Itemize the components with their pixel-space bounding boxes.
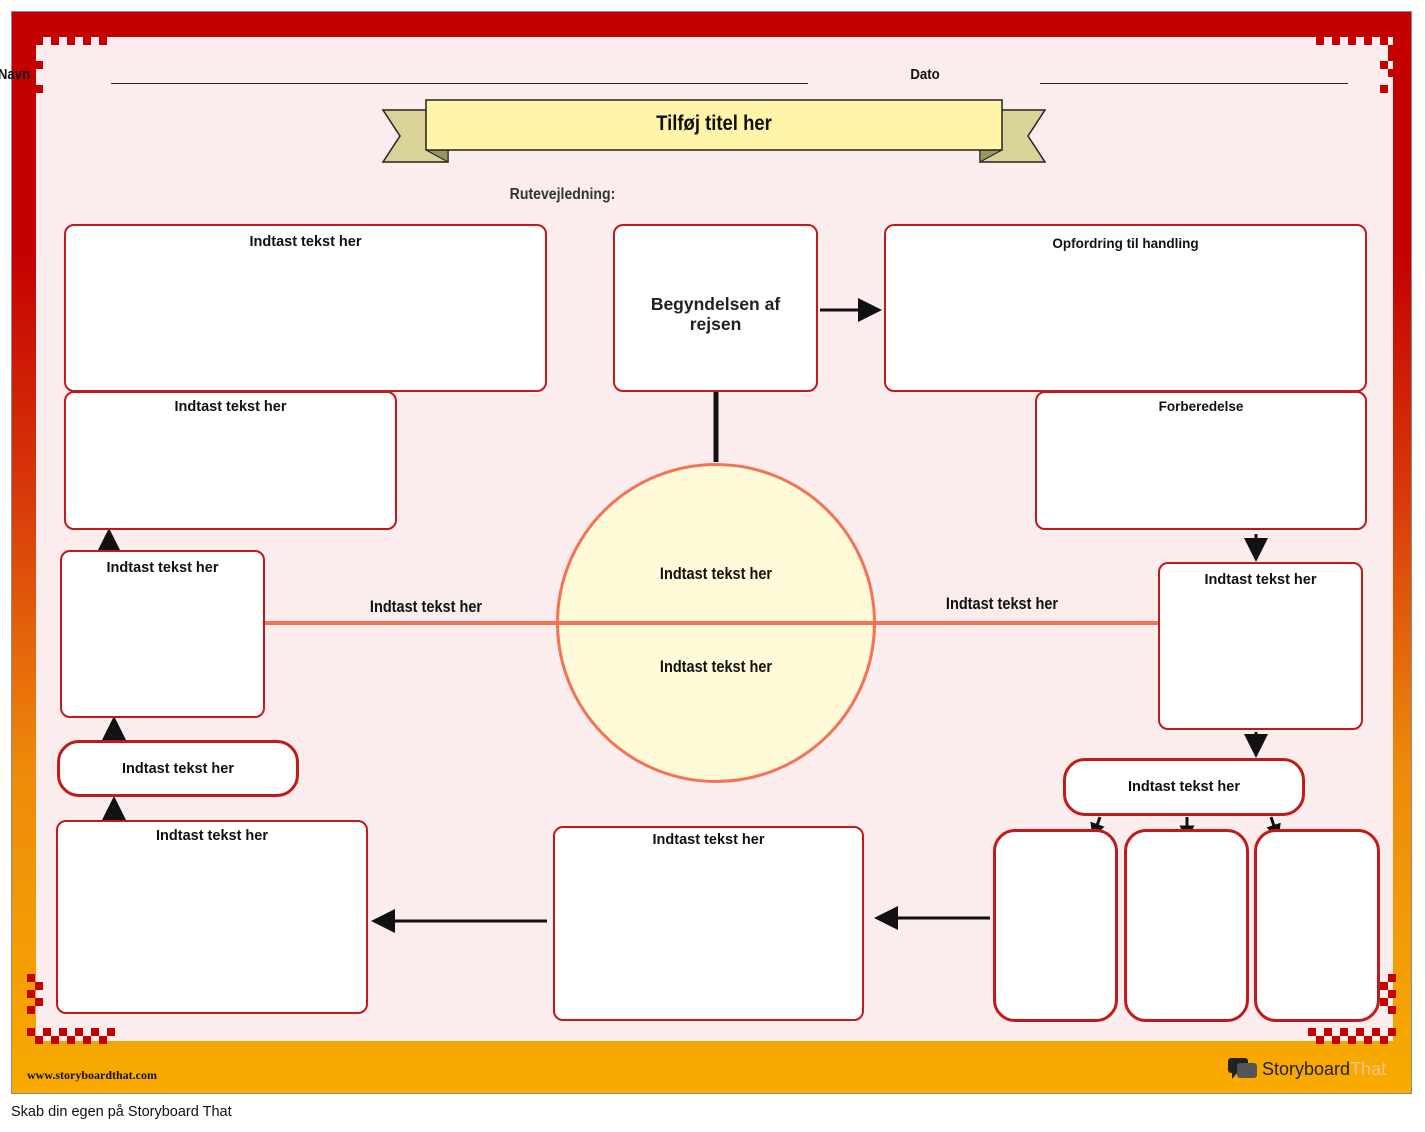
circle-bottom-text[interactable]: Indtast tekst her	[659, 658, 773, 676]
checker-corner-bottom-left	[27, 974, 115, 1044]
footer-caption[interactable]: Skab din egen på Storyboard That	[11, 1104, 232, 1120]
box-top-left[interactable]: Indtast tekst her	[64, 224, 547, 392]
box-call-to-action[interactable]: Opfordring til handling	[884, 224, 1367, 392]
box-left-middle[interactable]: Indtast tekst her	[60, 550, 265, 718]
pill-right[interactable]: Indtast tekst her	[1063, 758, 1305, 816]
name-line[interactable]	[111, 83, 808, 84]
box-right-middle-caption: Indtast tekst her	[1204, 572, 1317, 588]
route-guidance-label: Rutevejledning:	[509, 186, 616, 203]
date-label: Dato	[910, 66, 940, 83]
box-left-upper[interactable]: Indtast tekst her	[64, 391, 397, 530]
pill-right-text: Indtast tekst her	[1128, 779, 1240, 795]
box-bottom-left-caption: Indtast tekst her	[156, 828, 268, 844]
box-branch-1[interactable]	[993, 829, 1118, 1022]
box-bottom-center-caption: Indtast tekst her	[652, 832, 765, 848]
checker-corner-top-right	[1308, 29, 1396, 93]
box-call-to-action-caption: Opfordring til handling	[1052, 236, 1199, 251]
logo-that: That	[1350, 1058, 1387, 1079]
box-right-middle[interactable]: Indtast tekst her	[1158, 562, 1363, 730]
checker-corner-top-left	[27, 29, 115, 93]
box-branch-3[interactable]	[1254, 829, 1380, 1022]
right-line-label[interactable]: Indtast tekst her	[945, 595, 1059, 613]
date-line[interactable]	[1040, 83, 1348, 84]
box-branch-2[interactable]	[1124, 829, 1249, 1022]
title-banner-text[interactable]: Tilføj titel her	[656, 112, 772, 135]
left-line-label[interactable]: Indtast tekst her	[369, 598, 483, 616]
pill-left-text: Indtast tekst her	[122, 760, 234, 777]
box-bottom-center[interactable]: Indtast tekst her	[553, 826, 864, 1021]
box-preparation[interactable]: Forberedelse	[1035, 391, 1367, 530]
pill-left[interactable]: Indtast tekst her	[57, 740, 299, 797]
box-bottom-left[interactable]: Indtast tekst her	[56, 820, 368, 1014]
box-left-middle-caption: Indtast tekst her	[106, 560, 219, 576]
box-preparation-caption: Forberedelse	[1158, 399, 1244, 414]
center-circle[interactable]	[556, 463, 876, 783]
logo-storyboard: Storyboard	[1262, 1058, 1351, 1079]
box-journey-start[interactable]: Begyndelsen af rejsen	[613, 224, 818, 392]
speech-bubble-icon	[1228, 1058, 1257, 1079]
box-journey-start-text: Begyndelsen af rejsen	[650, 294, 781, 334]
footer-url[interactable]: www.storyboardthat.com	[27, 1068, 157, 1082]
box-top-left-caption: Indtast tekst her	[249, 234, 362, 250]
name-label: Navn	[0, 66, 31, 83]
checker-corner-bottom-right	[1308, 974, 1396, 1044]
circle-top-text[interactable]: Indtast tekst her	[659, 565, 773, 583]
box-left-upper-caption: Indtast tekst her	[174, 399, 287, 415]
